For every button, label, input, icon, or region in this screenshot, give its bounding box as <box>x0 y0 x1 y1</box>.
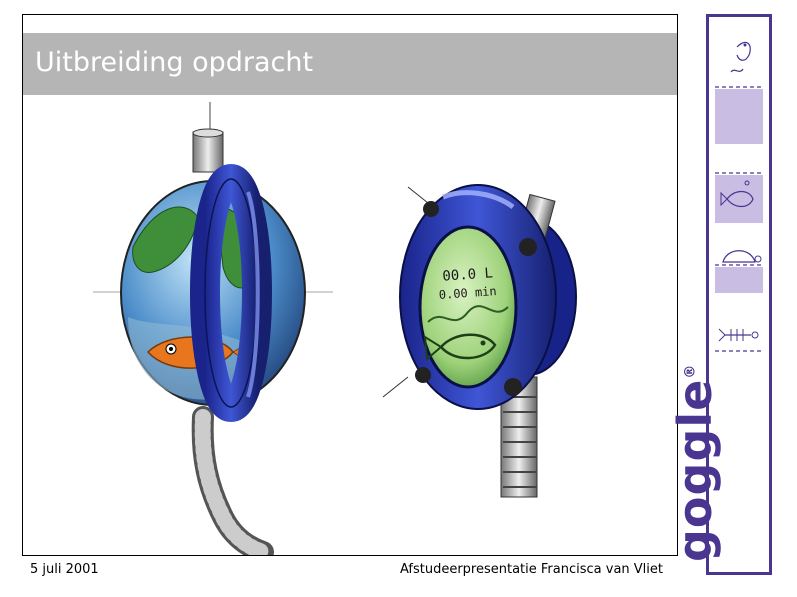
globe-device-sketch <box>93 102 333 555</box>
title-bar: Uitbreiding opdracht <box>23 33 677 95</box>
goggle-logo: goggle® <box>668 363 722 562</box>
fish-skeleton-icon <box>718 328 759 342</box>
fish-bubbles-icon <box>720 180 754 208</box>
registered-mark: ® <box>682 363 699 379</box>
turtle-icon <box>722 250 762 263</box>
product-sketches: 00.0 L 0.00 min <box>93 102 577 555</box>
slide-frame: Uitbreiding opdracht <box>22 14 678 556</box>
fish-jumping-icon <box>730 41 751 73</box>
display-time-readout: 0.00 min <box>438 284 497 302</box>
display-depth-readout: 00.0 L <box>442 265 494 284</box>
footer-credit: Afstudeerpresentatie Francisca van Vliet <box>399 562 663 577</box>
slide-title: Uitbreiding opdracht <box>35 47 314 78</box>
brand-strip: goggle® <box>668 14 772 575</box>
dive-computer-sketch: 00.0 L 0.00 min <box>382 184 577 498</box>
footer-date: 5 juli 2001 <box>30 562 99 577</box>
